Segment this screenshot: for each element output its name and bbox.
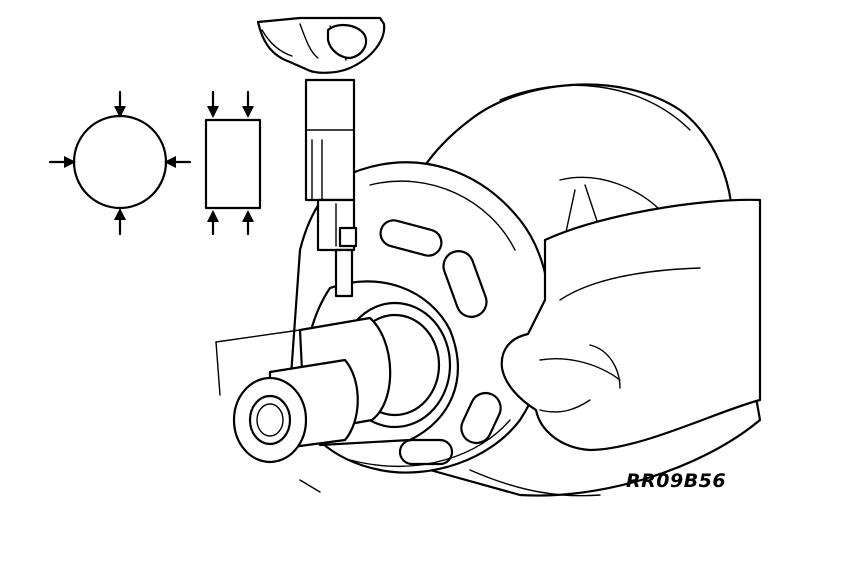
arrow-bottom <box>114 208 126 236</box>
flange-slot-top <box>379 219 443 257</box>
micrometer <box>304 78 358 298</box>
shaft-end-face <box>232 376 308 464</box>
figure-reference-code: RR09B56 <box>626 470 727 492</box>
arrow-right <box>164 156 192 168</box>
journal-section-circle <box>72 114 168 210</box>
arrow-rect-top-right <box>242 90 254 118</box>
micrometer-thimble <box>304 78 356 202</box>
micrometer-lock <box>338 226 358 248</box>
journal-side-rectangle <box>204 118 262 210</box>
flange-slot-right <box>442 250 488 318</box>
arrow-rect-top-left <box>207 90 219 118</box>
arrow-rect-bottom-right <box>242 210 254 236</box>
circle-measurement-key <box>48 90 192 236</box>
upper-hand <box>256 16 386 74</box>
arrow-left <box>48 156 76 168</box>
arrow-rect-bottom-left <box>207 210 219 236</box>
rectangle-measurement-key <box>204 90 262 236</box>
flange-slot-bottom <box>398 438 454 466</box>
base-line <box>299 479 321 493</box>
flange-slot-lower-right <box>460 391 502 445</box>
micrometer-spindle <box>334 248 354 298</box>
arrow-top <box>114 90 126 118</box>
crankshaft-journal <box>215 280 459 464</box>
lower-hand <box>500 198 762 452</box>
